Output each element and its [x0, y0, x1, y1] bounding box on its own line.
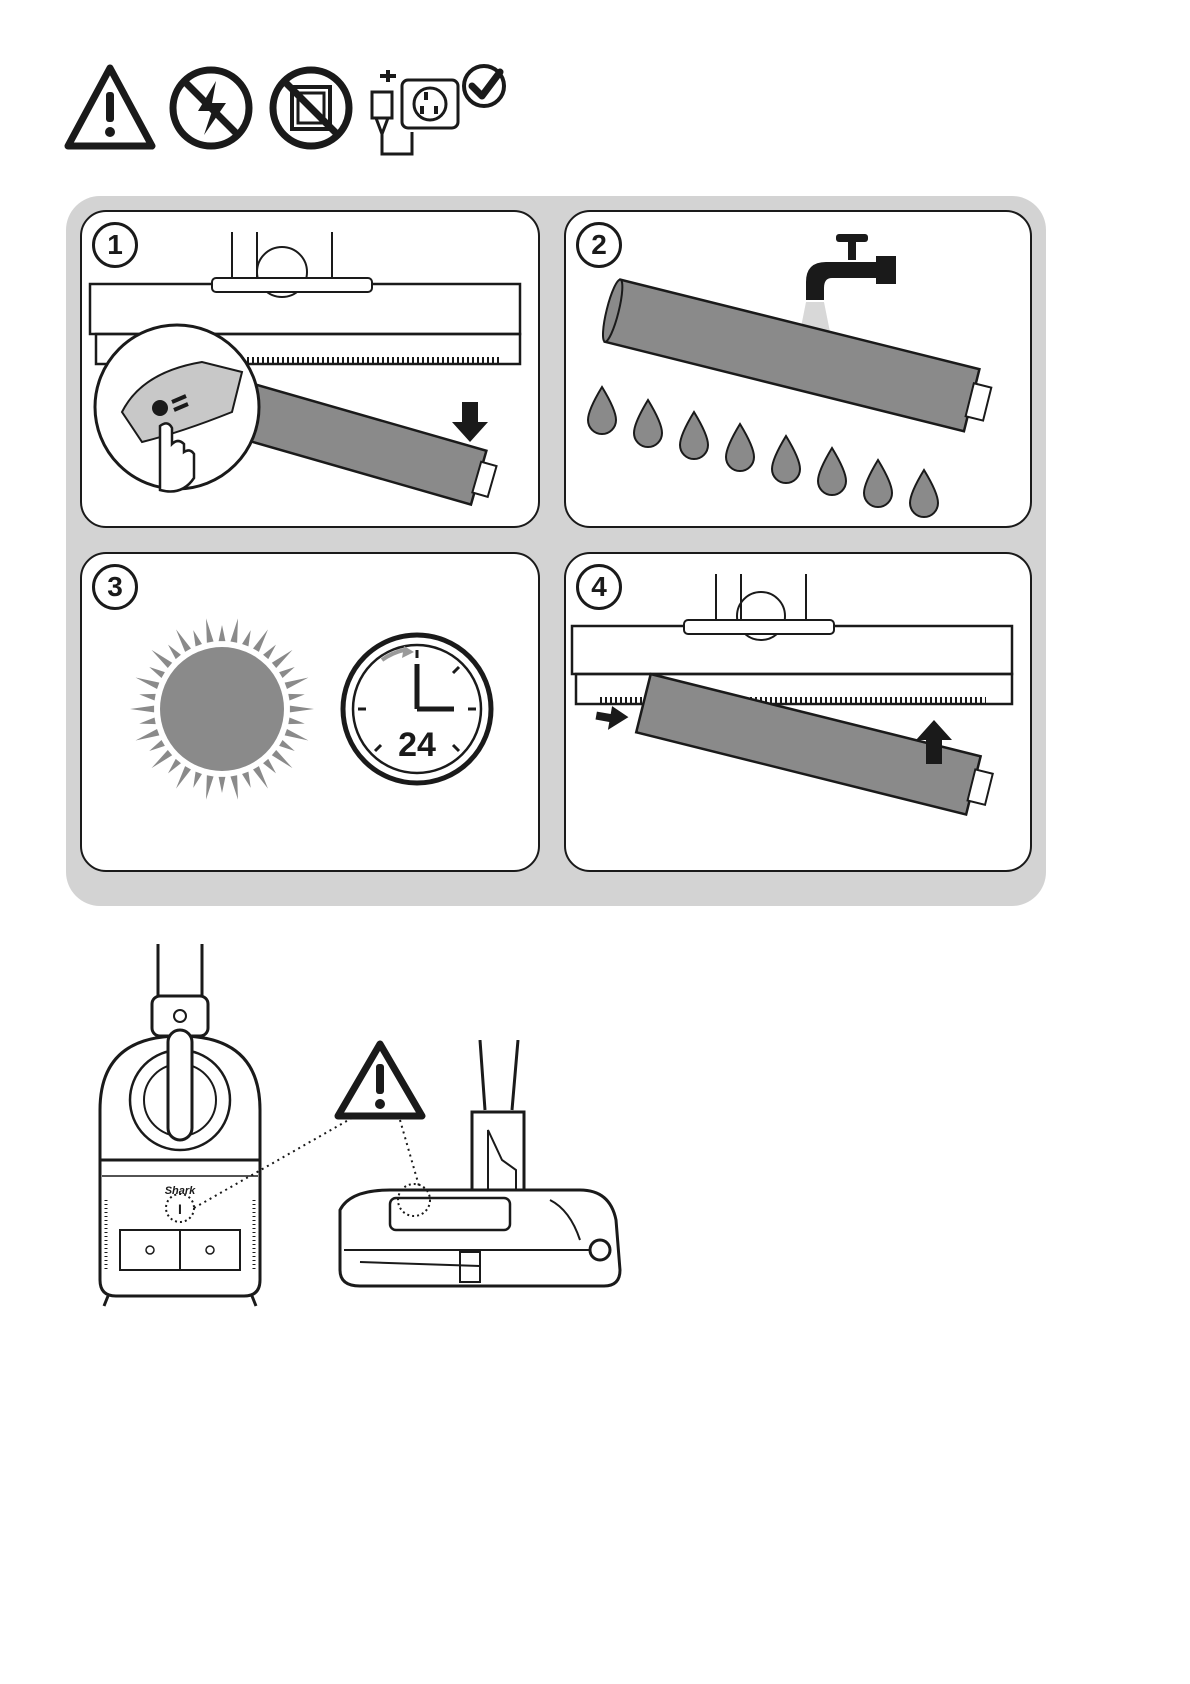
sun-ray	[206, 618, 214, 642]
sun-ray	[279, 740, 295, 751]
unplug-appliance-check-icon	[362, 62, 512, 162]
clock-hours-label: 24	[398, 726, 436, 764]
remove-brushroll-icon	[82, 212, 540, 528]
sun-ray	[253, 766, 268, 789]
sun-ray	[253, 629, 268, 652]
sun-ray	[288, 717, 304, 724]
sun-ray	[139, 717, 155, 724]
sun-ray	[168, 759, 181, 774]
reinsert-brushroll-icon	[566, 554, 1032, 872]
sun-ray	[193, 772, 202, 788]
sun-ray	[176, 629, 191, 652]
sun-ray	[263, 759, 276, 774]
sun-ray	[152, 750, 173, 768]
sun-ray	[139, 694, 155, 701]
step-1-remove-brushroll: 1	[80, 210, 540, 528]
sun-ray	[285, 729, 309, 740]
sun-ray	[136, 729, 160, 740]
warning-triangle-icon	[62, 62, 158, 154]
sun-ray	[242, 772, 251, 788]
sun-ray	[242, 630, 251, 646]
step-2-rinse-brushroll: 2	[564, 210, 1032, 528]
sun-ray	[288, 694, 304, 701]
step-number-badge: 3	[92, 564, 138, 610]
no-wash-machine-icon	[266, 62, 356, 154]
sun-ray	[290, 706, 314, 713]
sun-ray	[152, 650, 173, 668]
no-electricity-icon	[166, 62, 256, 154]
sun-ray	[263, 645, 276, 660]
sun-ray	[219, 777, 226, 793]
step-number-badge: 1	[92, 222, 138, 268]
sun-ray	[219, 625, 226, 641]
sun-ray	[130, 706, 154, 713]
sun-ray	[168, 645, 181, 660]
sun-ray	[230, 775, 238, 799]
sun-ray	[230, 618, 238, 642]
sun-ray	[206, 775, 214, 799]
floor-head-icon	[320, 1040, 650, 1300]
rinse-under-tap-icon	[566, 212, 1032, 528]
sun-ray	[176, 766, 191, 789]
sun-ray	[136, 678, 160, 689]
sun-ray	[149, 667, 165, 678]
step-3-dry-24h: 3 24	[80, 552, 540, 872]
step-number-badge: 4	[576, 564, 622, 610]
warning-icon-row	[62, 62, 542, 172]
step-number-badge: 2	[576, 222, 622, 268]
sun-ray	[272, 650, 293, 668]
sun-ray	[279, 667, 295, 678]
sun-ray	[285, 678, 309, 689]
sun-ray	[272, 750, 293, 768]
sun-ray	[149, 740, 165, 751]
sun-ray	[193, 630, 202, 646]
step-4-reinsert-brushroll: 4	[564, 552, 1032, 872]
bottom-illustration: Shark I	[90, 940, 650, 1340]
sun-dry-icon: 24	[82, 554, 540, 872]
cleaning-steps-panel: 1 2	[66, 196, 1046, 906]
